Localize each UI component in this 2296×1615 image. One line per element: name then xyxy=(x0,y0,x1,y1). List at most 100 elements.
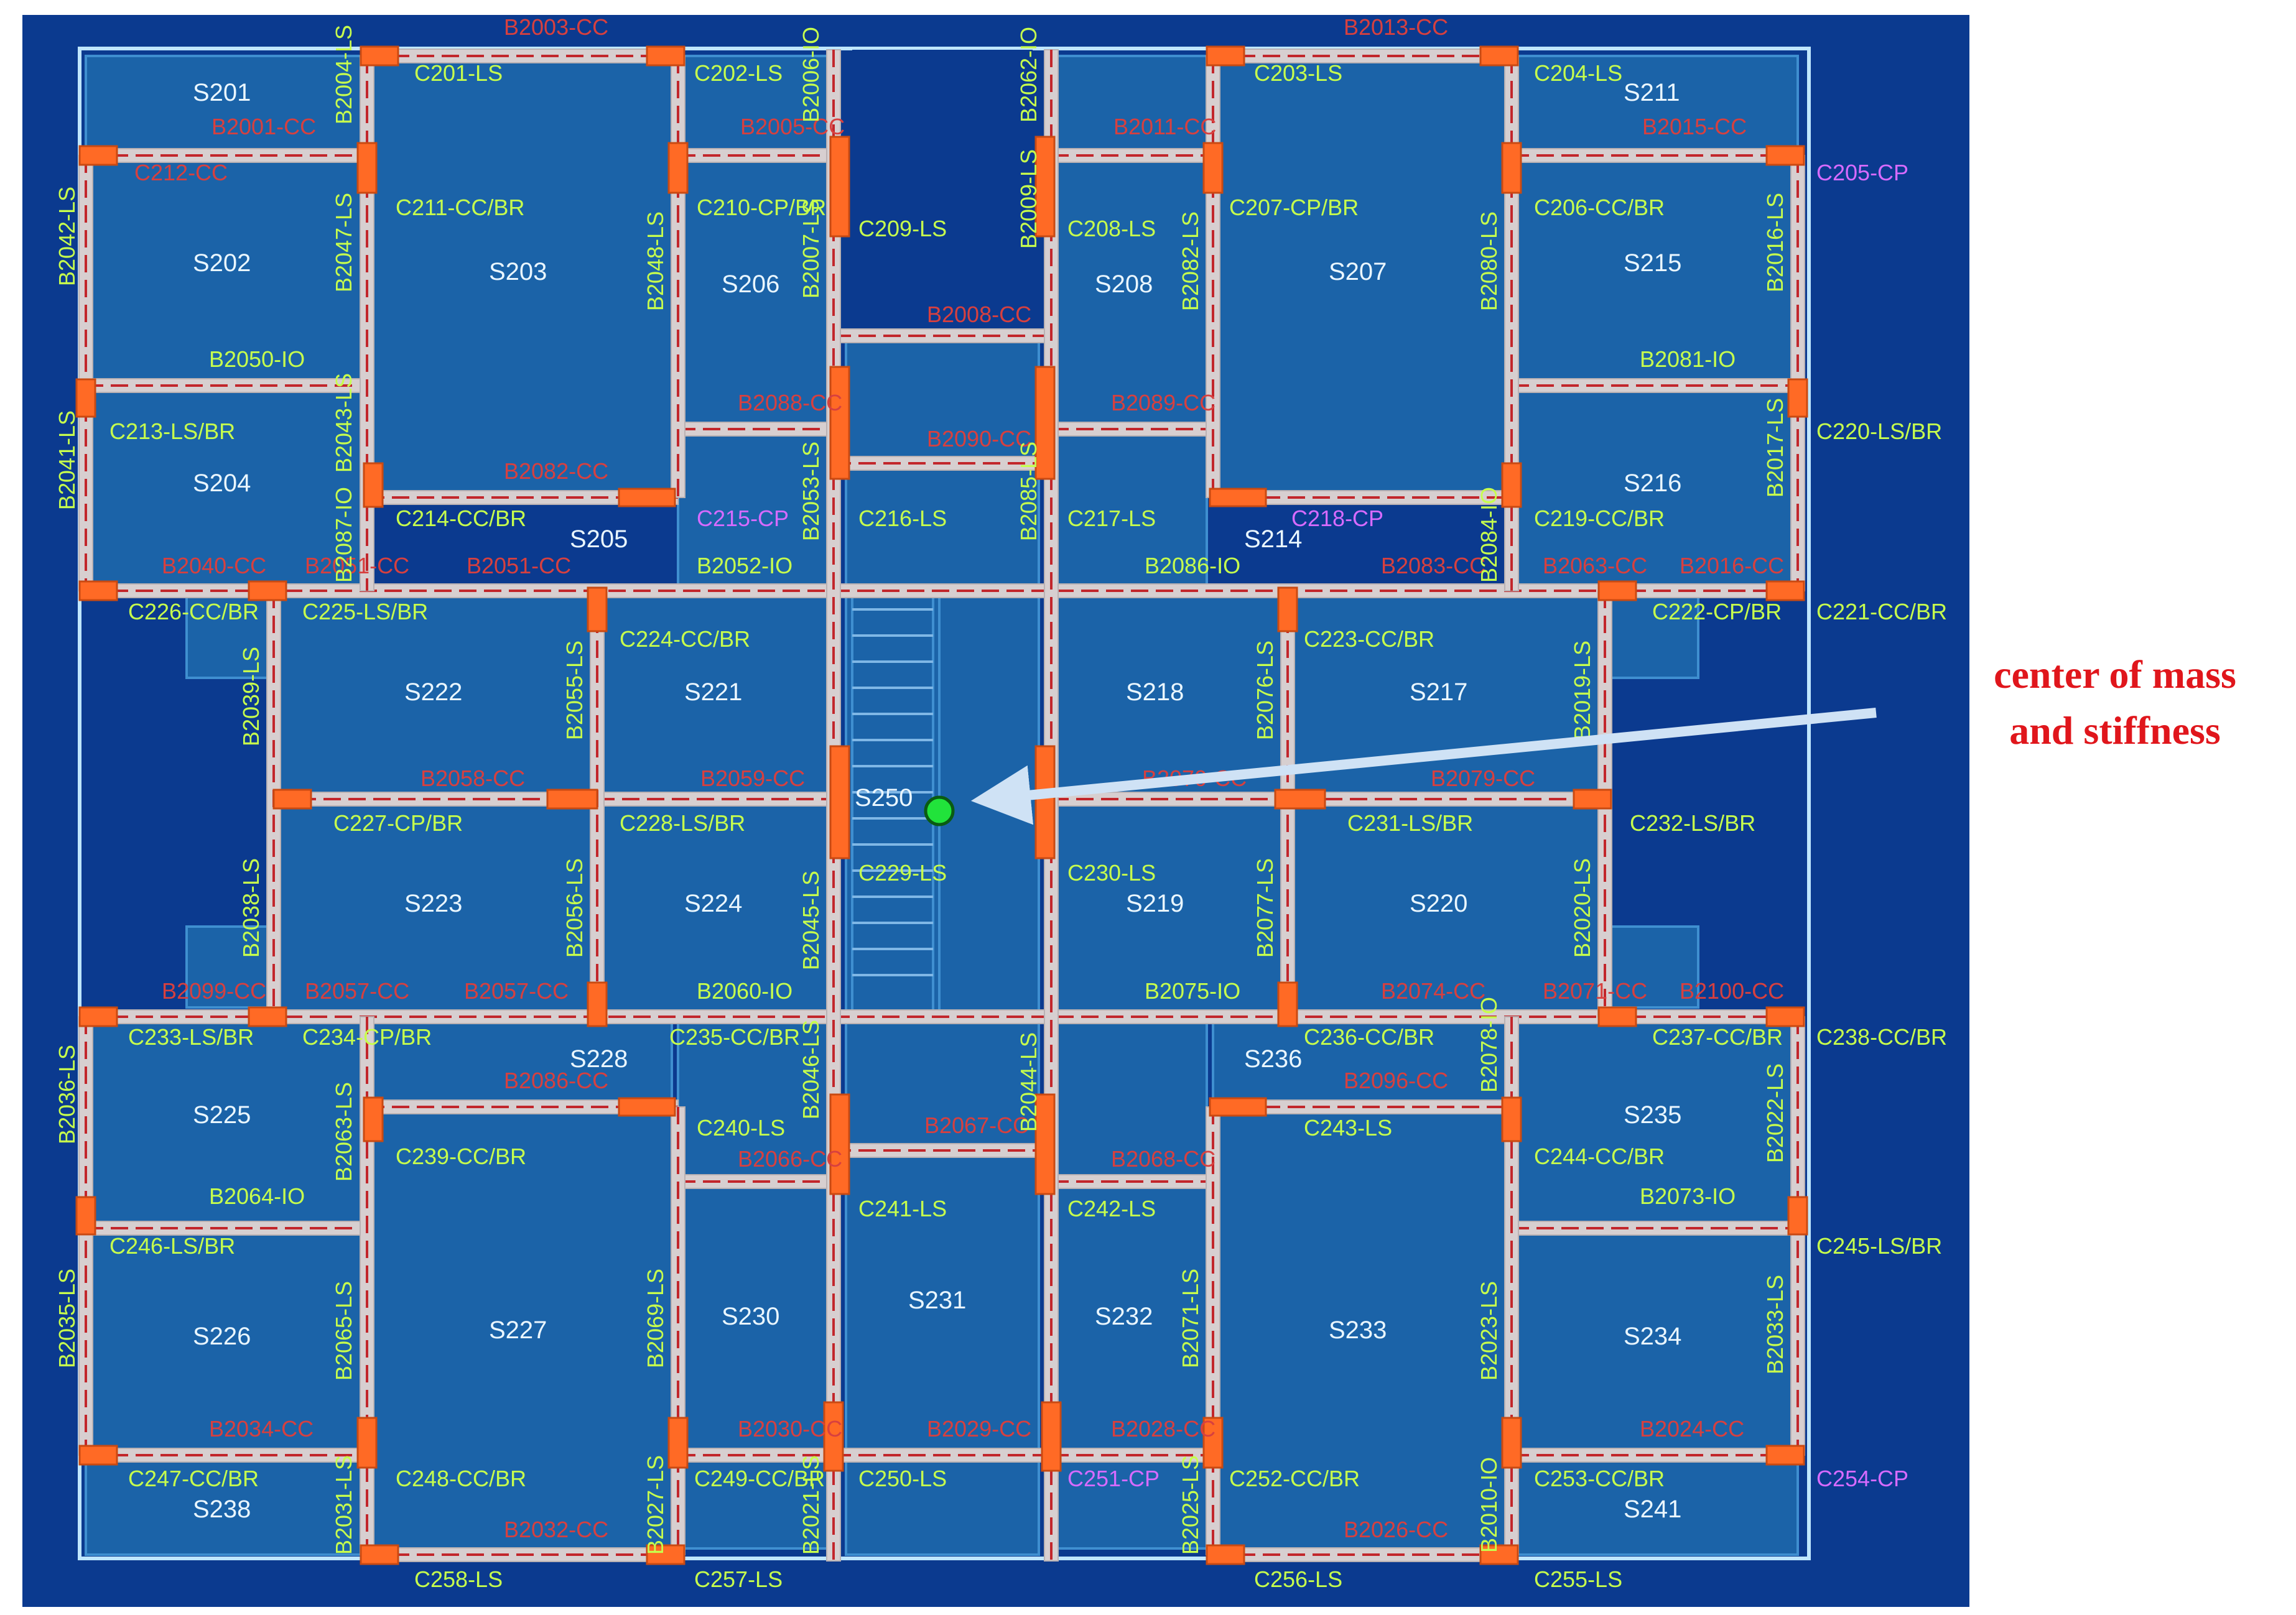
beam-label: B2074-CC xyxy=(1381,978,1485,1004)
column xyxy=(363,1096,384,1142)
annotation: center of mass and stiffness xyxy=(1947,647,2283,758)
slab-label: S202 xyxy=(193,249,251,277)
column xyxy=(1209,1097,1267,1117)
slab-label: S208 xyxy=(1095,271,1153,298)
column-label: C214-CC/BR xyxy=(396,506,526,531)
slab-label: S238 xyxy=(193,1496,251,1523)
column-label: C202-LS xyxy=(694,60,783,86)
beam-label: B2011-CC xyxy=(1113,114,1216,139)
column-label: C255-LS xyxy=(1534,1566,1622,1592)
slab-label: S235 xyxy=(1624,1101,1681,1129)
column xyxy=(356,142,378,194)
column xyxy=(1034,366,1056,480)
vertical-beam-label: B2078-IO xyxy=(1476,997,1502,1093)
vertical-beam-label: B2007-LS xyxy=(798,199,824,298)
column xyxy=(363,462,384,508)
slab-label: S214 xyxy=(1244,525,1302,553)
column-labels-cp: C205-CP C215-CP C218-CP C251-CP C254-CP xyxy=(697,160,1908,1491)
beam-label: B2088-CC xyxy=(738,390,842,415)
column xyxy=(360,45,399,67)
column-label: C220-LS/BR xyxy=(1816,419,1942,444)
column-label: C224-CC/BR xyxy=(620,626,750,652)
column xyxy=(1573,789,1612,810)
column xyxy=(1274,789,1326,810)
beam-label: B2052-IO xyxy=(697,553,792,578)
beam-labels: B2003-CC B2013-CC B2001-CC B2011-CC B201… xyxy=(162,14,1784,1542)
beam-label: B2081-IO xyxy=(1640,346,1736,372)
vertical-beam-label: B2016-LS xyxy=(1762,193,1788,292)
vertical-beam-label: B2053-LS xyxy=(798,442,824,541)
beam-label: B2051-CC xyxy=(467,553,571,578)
column xyxy=(1501,1096,1522,1142)
column xyxy=(1787,1196,1808,1236)
beam-label: B2075-IO xyxy=(1145,978,1240,1004)
column xyxy=(1206,1544,1245,1565)
column-label: C219-CC/BR xyxy=(1534,506,1665,531)
column-label: C211-CC/BR xyxy=(396,195,524,220)
slab-label: S226 xyxy=(193,1323,251,1350)
beam xyxy=(1511,1448,1798,1463)
vertical-beam-label: B2085-LS xyxy=(1016,442,1041,541)
column xyxy=(587,981,608,1027)
column-label: C242-LS xyxy=(1067,1196,1156,1221)
slab-label: S217 xyxy=(1410,678,1467,706)
beam-label: B2024-CC xyxy=(1640,1416,1744,1441)
beam-label: B2003-CC xyxy=(504,14,608,40)
column-label: C246-LS/BR xyxy=(109,1233,235,1259)
vertical-beam-label: B2062-IO xyxy=(1016,27,1041,123)
vertical-beam-label: B2056-LS xyxy=(562,858,587,958)
column xyxy=(829,745,850,859)
column xyxy=(829,366,850,480)
beam-label: B2015-CC xyxy=(1642,114,1747,139)
beam-label: B2086-IO xyxy=(1145,553,1240,578)
column xyxy=(75,1196,96,1236)
column-label: C227-CP/BR xyxy=(333,810,463,836)
column xyxy=(272,789,312,810)
beam-label: B2001-CC xyxy=(211,114,316,139)
column xyxy=(829,136,850,238)
column xyxy=(248,1006,287,1027)
column-label: C207-CP/BR xyxy=(1229,195,1359,220)
vertical-beam-label: B2069-LS xyxy=(643,1269,668,1368)
column-label: C245-LS/BR xyxy=(1816,1233,1942,1259)
column-label: C254-CP xyxy=(1816,1466,1908,1491)
column xyxy=(1277,981,1298,1027)
column xyxy=(1765,145,1805,166)
beam-label: B2058-CC xyxy=(421,766,525,791)
column xyxy=(667,142,689,194)
column-label: C203-LS xyxy=(1254,60,1342,86)
slab-label: S233 xyxy=(1329,1317,1387,1344)
column-label: C240-LS xyxy=(697,1115,785,1141)
vertical-beam-label: B2047-LS xyxy=(331,193,356,292)
vertical-beam-label: B2077-LS xyxy=(1252,858,1278,958)
outer-slab-outline xyxy=(78,47,1811,1560)
column-label: C251-CP xyxy=(1067,1466,1160,1491)
beam-label: B2005-CC xyxy=(740,114,845,139)
beam xyxy=(1511,378,1798,393)
center-arrow xyxy=(970,708,1877,825)
column-label: C226-CC/BR xyxy=(128,599,259,624)
vertical-beam-label: B2027-LS xyxy=(643,1455,668,1555)
column xyxy=(1034,1093,1056,1195)
annotation-line-1: center of mass xyxy=(1994,652,2236,696)
column xyxy=(546,789,598,810)
vertical-beam-label: B2082-LS xyxy=(1178,211,1203,311)
beam xyxy=(1511,1221,1798,1236)
beam-label: B2071-CC xyxy=(1543,978,1647,1004)
slab-label: S236 xyxy=(1244,1045,1302,1073)
column-label: C250-LS xyxy=(858,1466,947,1491)
beam-label: B2066-CC xyxy=(738,1146,842,1172)
column-labels: C201-LS C202-LS C203-LS C204-LS C211-CC/… xyxy=(109,60,1947,1592)
column xyxy=(618,488,676,507)
column xyxy=(646,45,686,67)
column xyxy=(1765,580,1805,601)
vertical-beam-label: B2036-LS xyxy=(54,1045,80,1144)
slab-label: S220 xyxy=(1410,890,1467,917)
vertical-beam-label: B2084-IO xyxy=(1476,487,1502,583)
beam-label: B2082-CC xyxy=(504,458,608,484)
column xyxy=(78,1006,118,1027)
slab-label: S231 xyxy=(908,1287,966,1314)
column xyxy=(829,1093,850,1195)
column xyxy=(1206,45,1245,67)
